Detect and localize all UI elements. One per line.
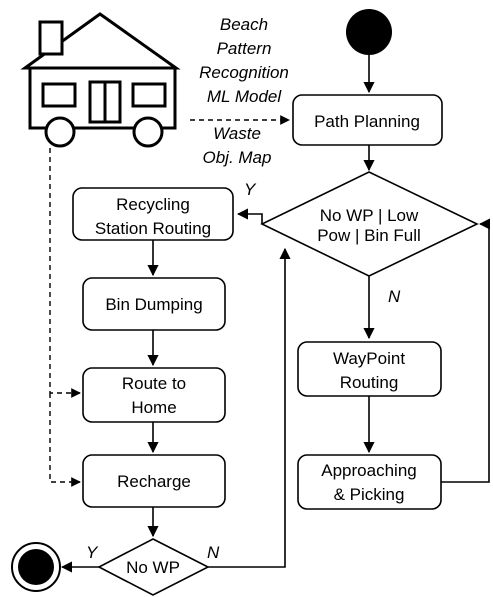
edge-label-yes: Y bbox=[244, 180, 257, 199]
route-home-box: Route to Home bbox=[82, 367, 226, 423]
waste-map-line-1: Waste bbox=[213, 124, 261, 143]
edge-label-wp-yes: Y bbox=[86, 543, 99, 562]
path-planning-label: Path Planning bbox=[314, 112, 420, 131]
start-node bbox=[346, 9, 392, 55]
edge-label-wp-no: N bbox=[207, 543, 220, 562]
bin-dumping-box: Bin Dumping bbox=[82, 277, 226, 331]
recharge-label: Recharge bbox=[117, 472, 191, 491]
dashed-arrow-to-recharge bbox=[49, 393, 81, 487]
path-planning-box: Path Planning bbox=[292, 94, 443, 146]
decision-main-line-2: Pow | Bin Full bbox=[317, 226, 421, 245]
edge-loop-back bbox=[441, 218, 491, 483]
ml-model-line-4: ML Model bbox=[207, 87, 283, 106]
decision-no-wp-label: No WP bbox=[126, 558, 180, 577]
ml-model-line-3: Recognition bbox=[199, 63, 289, 82]
bin-dumping-label: Bin Dumping bbox=[105, 295, 202, 314]
edge-no-wp-no bbox=[208, 247, 291, 568]
house-icon bbox=[20, 12, 181, 148]
waypoint-routing-box: WayPoint Routing bbox=[297, 341, 442, 397]
edge-decision-yes bbox=[236, 208, 263, 224]
route-home-line-1: Route to bbox=[122, 374, 186, 393]
approaching-picking-line-1: Approaching bbox=[321, 461, 416, 480]
waste-map-label: Waste Obj. Map bbox=[203, 124, 272, 167]
recycling-routing-line-2: Station Routing bbox=[95, 219, 211, 238]
decision-main: No WP | Low Pow | Bin Full bbox=[260, 171, 479, 277]
approaching-picking-box: Approaching & Picking bbox=[297, 454, 442, 510]
waypoint-routing-line-2: Routing bbox=[340, 373, 399, 392]
decision-no-wp: No WP bbox=[97, 538, 210, 596]
waste-map-line-2: Obj. Map bbox=[203, 148, 272, 167]
end-node bbox=[11, 542, 61, 592]
dashed-arrow-to-route-home bbox=[49, 148, 81, 398]
recycling-routing-box: Recycling Station Routing bbox=[72, 187, 234, 241]
approaching-picking-line-2: & Picking bbox=[334, 485, 405, 504]
ml-model-label: Beach Pattern Recognition ML Model bbox=[199, 15, 289, 106]
edge-label-no: N bbox=[388, 287, 401, 306]
recharge-box: Recharge bbox=[82, 454, 226, 508]
ml-model-line-2: Pattern bbox=[217, 39, 272, 58]
route-home-line-2: Home bbox=[131, 398, 176, 417]
recycling-routing-line-1: Recycling bbox=[116, 195, 190, 214]
ml-model-line-1: Beach bbox=[220, 15, 268, 34]
waypoint-routing-line-1: WayPoint bbox=[333, 349, 405, 368]
decision-main-line-1: No WP | Low bbox=[320, 206, 419, 225]
